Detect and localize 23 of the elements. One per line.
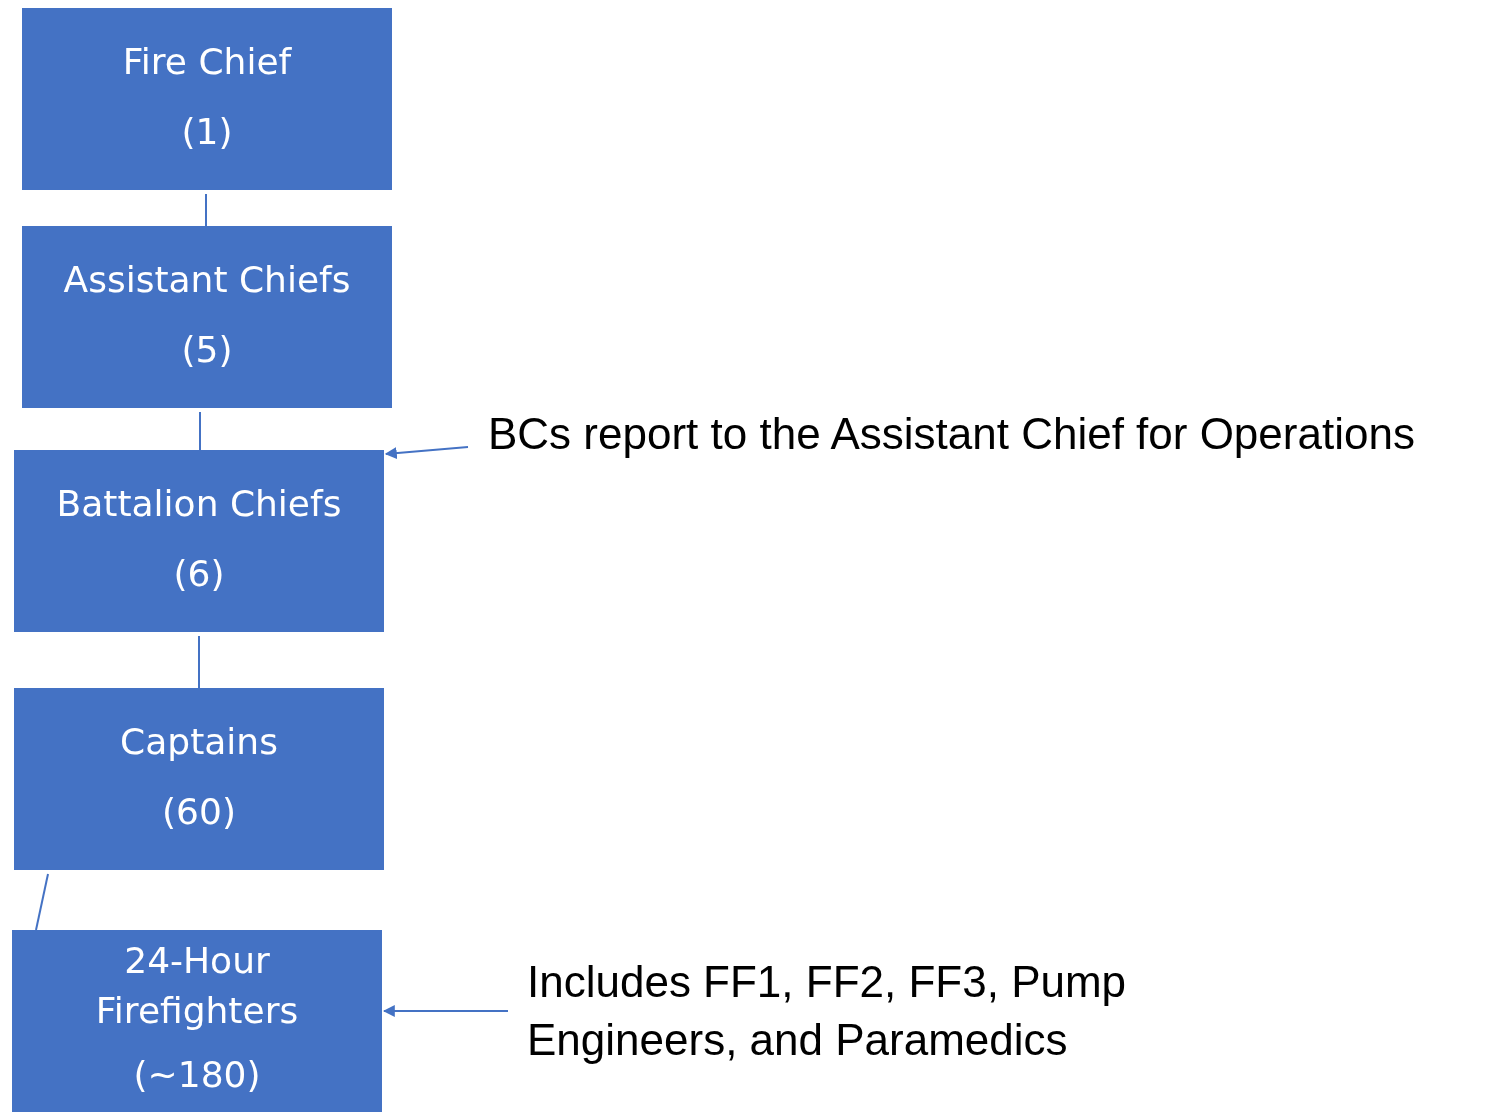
note-text: Includes FF1, FF2, FF3, Pump Engineers, and Paramedics bbox=[520, 953, 1167, 1069]
connector-line bbox=[35, 873, 49, 931]
headcount-text: (1) bbox=[181, 110, 233, 154]
headcount-text: (60) bbox=[162, 790, 236, 834]
headcount-text: (~180) bbox=[133, 1053, 261, 1097]
connector-line bbox=[198, 635, 200, 689]
headcount-text: (6) bbox=[173, 552, 225, 596]
position-box bbox=[12, 930, 382, 1112]
position-box bbox=[14, 688, 384, 870]
note-text: BCs report to the Assistant Chief for Operations bbox=[480, 405, 1503, 463]
arrow bbox=[384, 446, 469, 460]
role-title: Battalion Chiefs bbox=[56, 482, 342, 526]
position-box bbox=[22, 8, 392, 190]
connector-line bbox=[205, 193, 207, 227]
arrow bbox=[382, 1005, 509, 1017]
position-box bbox=[14, 450, 384, 632]
role-title: Assistant Chiefs bbox=[63, 258, 351, 302]
headcount-text: (5) bbox=[181, 328, 233, 372]
connector-line bbox=[199, 411, 201, 451]
role-title: Captains bbox=[120, 720, 278, 764]
role-title: 24-Hour Firefighters bbox=[94, 939, 300, 1033]
position-box bbox=[22, 226, 392, 408]
role-title: Fire Chief bbox=[122, 40, 292, 84]
